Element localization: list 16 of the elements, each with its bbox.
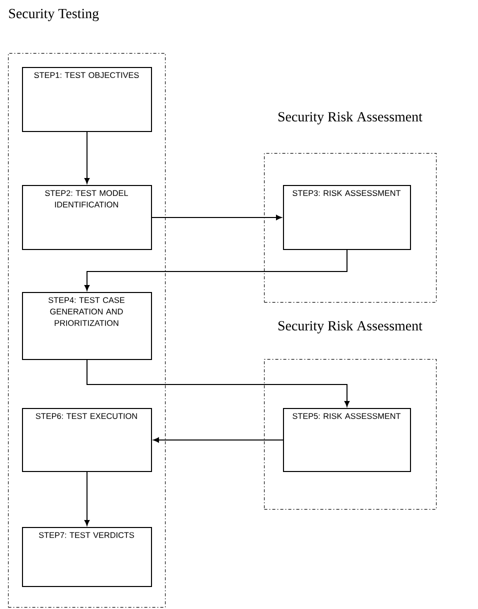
- step-box: STEP5: RISK ASSESSMENT: [283, 408, 411, 472]
- step-box: STEP3: RISK ASSESSMENT: [283, 185, 411, 250]
- step-box: STEP7: TEST VERDICTS: [22, 527, 152, 587]
- step-box: STEP4: TEST CASE GENERATION AND PRIORITIZATION: [22, 292, 152, 360]
- step-box: STEP2: TEST MODEL IDENTIFICATION: [22, 185, 152, 250]
- group-heading: Security Risk Assessment: [278, 320, 422, 334]
- arrow: [84, 472, 90, 526]
- arrow: [153, 437, 284, 443]
- group-heading: Security Risk Assessment: [278, 112, 422, 124]
- arrow: [84, 250, 348, 291]
- step-box: STEP6: TEST EXECUTION: [22, 408, 152, 472]
- arrow: [152, 214, 282, 220]
- arrow: [84, 132, 90, 184]
- group-heading: Security Testing: [9, 8, 99, 22]
- step-box: STEP1: TEST OBJECTIVES: [22, 67, 152, 132]
- arrow: [86, 360, 350, 407]
